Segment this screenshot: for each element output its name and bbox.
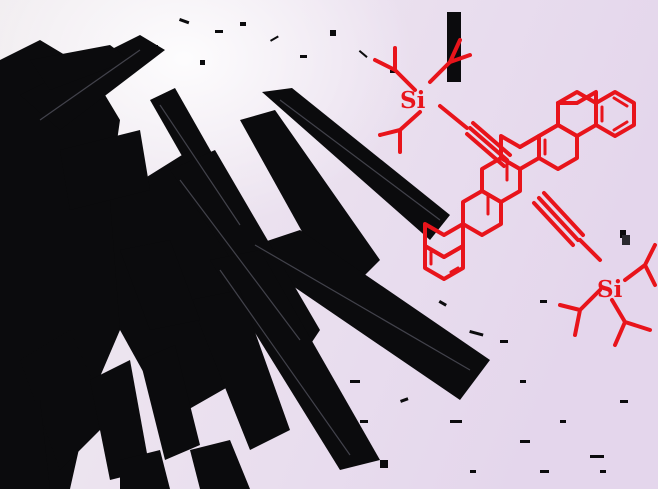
- crystal-highlights: [39, 49, 471, 456]
- dark-speck: [622, 235, 630, 245]
- debris-particles: [150, 18, 628, 473]
- silicon-atom-top: Si: [400, 87, 426, 114]
- molecule-structure: [373, 38, 657, 347]
- probe-rod: [447, 12, 461, 82]
- silicon-atom-bottom: Si: [597, 276, 623, 303]
- crystal-cluster: [0, 35, 490, 489]
